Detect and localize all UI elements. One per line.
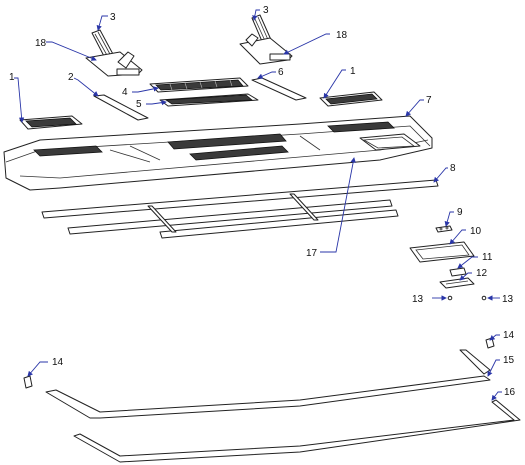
part-3-left-post: [91, 29, 115, 61]
part-2-strip: [93, 94, 149, 121]
part-6-strip: [251, 77, 307, 101]
part-10-plate: [409, 241, 475, 263]
callout-18-left: 18: [35, 38, 47, 49]
callout-14-left: 14: [52, 357, 64, 368]
callout-16: 16: [504, 387, 516, 398]
part-16-seal-strip: [73, 399, 521, 463]
part-13-fastener-right: [481, 295, 487, 301]
part-9-small-strip: [435, 225, 453, 233]
callout-18-right: 18: [336, 30, 348, 41]
callout-4: 4: [122, 87, 128, 98]
callout-3-right: 3: [263, 5, 269, 16]
frame-rails: [67, 193, 399, 239]
callout-9: 9: [457, 207, 463, 218]
callout-1-right: 1: [350, 66, 356, 77]
part-1-left-vent: [19, 115, 83, 130]
callout-11: 11: [482, 252, 493, 263]
callout-6: 6: [278, 67, 284, 78]
callout-2: 2: [68, 72, 74, 83]
callout-3-left: 3: [110, 12, 116, 23]
part-11-latch: [449, 267, 467, 277]
part-13-fastener-left: [447, 295, 453, 301]
callout-labels: 1 1 2 3 3 4 5 6 7 8 9 10 11 12 13 13 14 …: [9, 5, 516, 398]
part-8-long-rail: [41, 179, 439, 219]
part-7-roof-panel: [3, 115, 433, 191]
part-4-grille: [149, 77, 249, 93]
callout-13-left: 13: [412, 294, 424, 305]
callout-10: 10: [470, 226, 482, 237]
callout-17: 17: [306, 248, 318, 259]
leader-lines: [14, 9, 502, 401]
part-5-grille: [159, 93, 259, 107]
part-1-right-vent: [319, 91, 383, 107]
callout-7: 7: [426, 95, 432, 106]
callout-1-left: 1: [9, 72, 15, 83]
part-14-clip-left: [23, 375, 33, 389]
part-18-left-base: [85, 51, 143, 77]
callout-13-right: 13: [502, 294, 514, 305]
callout-12: 12: [476, 268, 488, 279]
callout-5: 5: [136, 99, 142, 110]
part-18-right-base: [239, 33, 293, 65]
part-15-trim-strip: [45, 349, 491, 419]
callout-14-right: 14: [503, 330, 515, 341]
callout-15: 15: [503, 355, 515, 366]
callout-8: 8: [450, 163, 456, 174]
part-12-bracket: [439, 277, 475, 289]
